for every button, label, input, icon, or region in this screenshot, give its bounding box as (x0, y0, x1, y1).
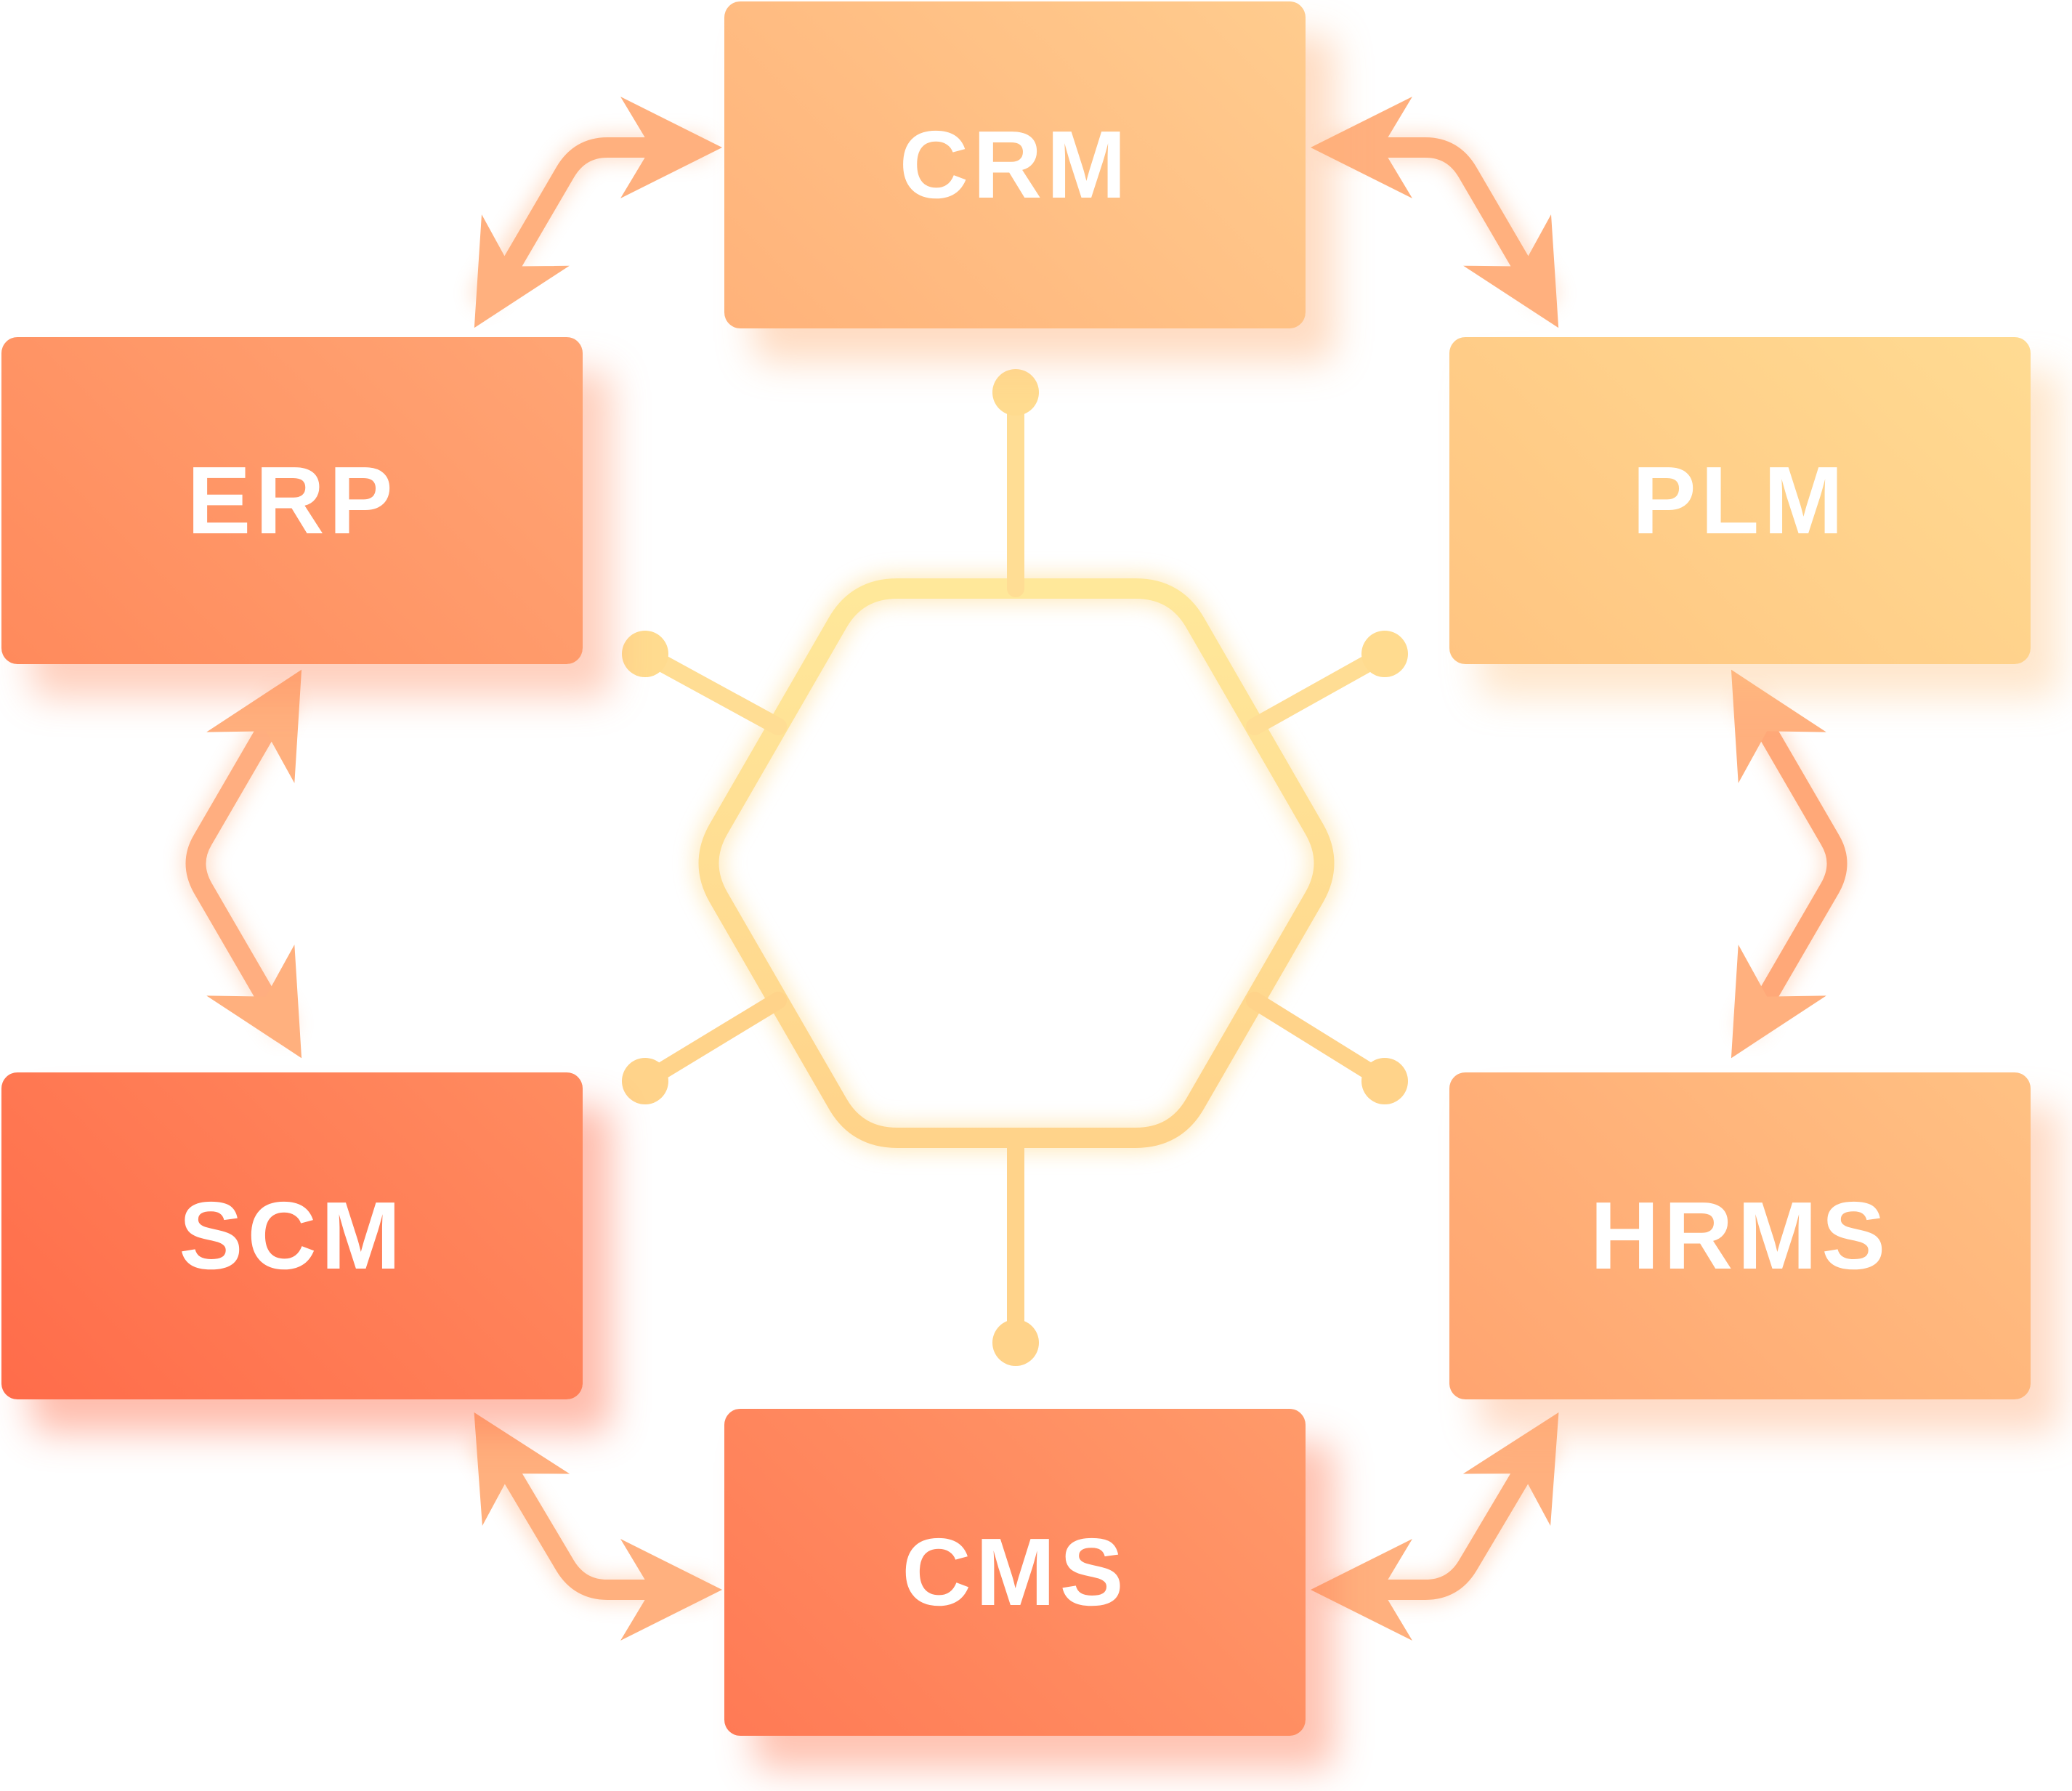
arrows (185, 97, 1848, 1641)
arrow-hrms-cms (1311, 1412, 1559, 1641)
arrow-plm-hrms (1731, 669, 1848, 1059)
hub-hexagon (698, 578, 1335, 1148)
node-plm: PLM (1449, 337, 2031, 664)
node-label-hrms: HRMS (1590, 1182, 1890, 1289)
node-label-scm: SCM (179, 1182, 405, 1289)
connector-upper-left (636, 645, 787, 735)
node-crm: CRM (724, 1, 1306, 328)
connector-dot-lower-left (622, 1058, 668, 1104)
hub-connector-dots (622, 369, 1408, 1366)
hub-connectors (636, 384, 1393, 1351)
connector-dot-bottom (992, 1319, 1039, 1366)
connector-dot-top (992, 369, 1039, 416)
connector-lower-right (1246, 992, 1393, 1090)
connector-dot-upper-right (1361, 631, 1408, 677)
node-label-erp: ERP (187, 447, 397, 554)
connector-lower-left (636, 992, 787, 1090)
connector-dot-lower-right (1361, 1058, 1408, 1104)
node-hrms: HRMS (1449, 1072, 2031, 1399)
node-label-plm: PLM (1632, 447, 1848, 554)
node-erp: ERP (1, 337, 583, 664)
node-cms: CMS (724, 1409, 1306, 1736)
arrow-crm-erp (474, 97, 722, 328)
node-label-crm: CRM (899, 111, 1131, 218)
arrow-erp-scm (185, 669, 302, 1059)
connector-dot-upper-left (622, 631, 668, 677)
connector-upper-right (1246, 645, 1393, 735)
node-scm: SCM (1, 1072, 583, 1399)
arrow-crm-plm (1311, 97, 1559, 328)
node-label-cms: CMS (902, 1519, 1128, 1625)
arrow-scm-cms (474, 1412, 722, 1641)
